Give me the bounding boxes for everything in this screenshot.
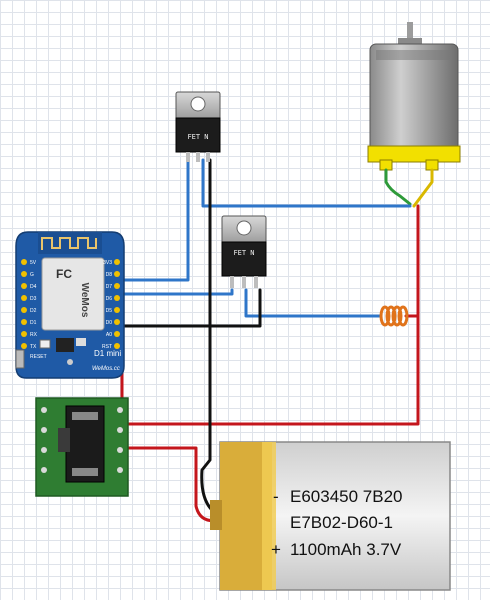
motor-body <box>369 43 459 153</box>
svg-text:G: G <box>30 272 34 278</box>
mosfet-2-hole <box>236 220 252 236</box>
board-pins-right <box>114 259 120 349</box>
wire-blue-fet2-gate <box>122 288 234 296</box>
wire-black-fet2-source <box>122 288 262 328</box>
svg-text:RX: RX <box>30 332 38 338</box>
svg-text:D5: D5 <box>106 308 113 314</box>
wire-red-motor-supply <box>120 204 420 426</box>
mosfet-1-label: FET N <box>187 133 208 141</box>
board-shield <box>41 257 105 331</box>
mosfet-2-body <box>221 241 267 277</box>
battery-line-1: E603450 7B20 <box>290 487 403 506</box>
svg-text:D6: D6 <box>106 296 113 302</box>
battery-line-3: 1100mAh 3.7V <box>290 540 402 559</box>
svg-text:D3: D3 <box>30 296 37 302</box>
lipo-battery <box>210 441 451 591</box>
wire-black-ground <box>200 158 224 514</box>
switch-actuator <box>58 428 70 452</box>
wire-motor-green <box>384 168 412 206</box>
board-model: D1 mini <box>94 349 121 358</box>
motor-shaft <box>407 22 413 42</box>
mosfet-1-hole <box>190 96 206 112</box>
battery-plus-symbol: + <box>271 540 281 559</box>
svg-text:D1: D1 <box>30 320 37 326</box>
mosfet-2-label: FET N <box>233 249 254 257</box>
wire-red-battery-switch <box>126 446 222 523</box>
shield-brand: WeMos <box>79 283 90 318</box>
svg-text:RST: RST <box>102 344 112 350</box>
svg-text:3V3: 3V3 <box>103 260 112 266</box>
svg-text:D4: D4 <box>30 284 37 290</box>
battery-line-2: E7B02-D60-1 <box>290 513 393 532</box>
battery-minus-symbol: - <box>273 487 279 506</box>
usb-connector <box>15 349 25 369</box>
battery-tab <box>210 500 222 530</box>
reset-label: RESET <box>30 354 47 360</box>
inductor-coil <box>379 305 409 327</box>
slide-switch <box>35 397 129 497</box>
mosfet-1: FET N <box>175 91 221 162</box>
wire-blue-fet1-drain <box>201 158 412 208</box>
motor-end-cap <box>367 145 461 163</box>
svg-text:D0: D0 <box>106 320 113 326</box>
wemos-d1-mini-board: FC WeMos 5V G D4 D3 <box>15 231 125 379</box>
board-brand: WeMos.cc <box>92 366 120 372</box>
svg-text:D7: D7 <box>106 284 113 290</box>
battery-text: - E603450 7B20 E7B02-D60-1 + 1100mAh 3.7… <box>271 487 403 559</box>
svg-text:D8: D8 <box>106 272 113 278</box>
pin-labels-right: 3V3 D8 D7 D6 D5 D0 A0 RST <box>102 260 112 350</box>
wire-blue-fet1-gate <box>122 158 190 282</box>
dc-motor <box>367 22 461 171</box>
pin-labels-left: 5V G D4 D3 D2 D1 RX TX <box>30 260 38 350</box>
fcc-logo: FC <box>56 267 72 281</box>
wire-motor-yellow <box>412 168 434 208</box>
svg-text:A0: A0 <box>106 332 112 338</box>
board-pins-left <box>21 259 27 349</box>
svg-text:TX: TX <box>30 344 37 350</box>
mosfet-2: FET N <box>221 215 267 288</box>
svg-text:D2: D2 <box>30 308 37 314</box>
wire-blue-fet2-drain <box>244 288 382 318</box>
svg-text:5V: 5V <box>30 260 37 266</box>
